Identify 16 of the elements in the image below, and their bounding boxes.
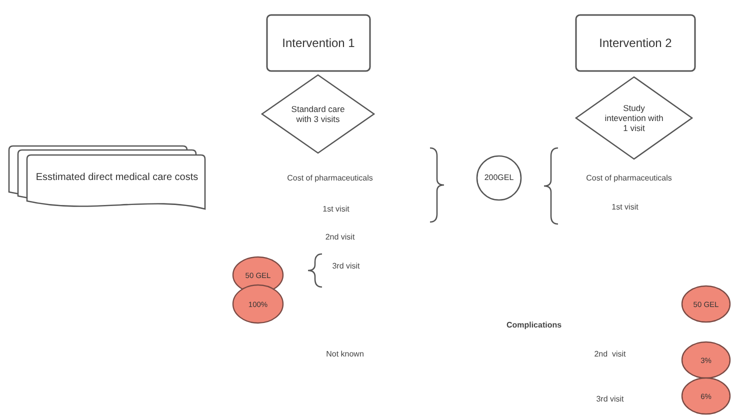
text-label: Complications (506, 320, 562, 330)
text-label: 3rd visit (332, 262, 360, 270)
text-label: 1st visit (612, 202, 638, 212)
node-text: Intervention 1 (282, 36, 355, 50)
node-text: Esstimated direct medical care costs (36, 172, 198, 184)
text-label: 2nd visit (325, 232, 355, 242)
node-text: Study intevention with 1 visit (604, 102, 664, 134)
node-text: 200GEL (484, 173, 514, 183)
text-label: 2nd visit (594, 350, 626, 358)
text-label: Cost of pharmaceuticals (287, 174, 373, 182)
node-text: Standard care with 3 visits (290, 104, 346, 124)
text-label: 3rd visit (596, 394, 624, 404)
text-label: 1st visit (322, 204, 350, 214)
node-text: Intervention 2 (599, 36, 672, 50)
text-label: Not known (326, 350, 364, 358)
text-label: Cost of pharmaceuticals (586, 174, 672, 182)
